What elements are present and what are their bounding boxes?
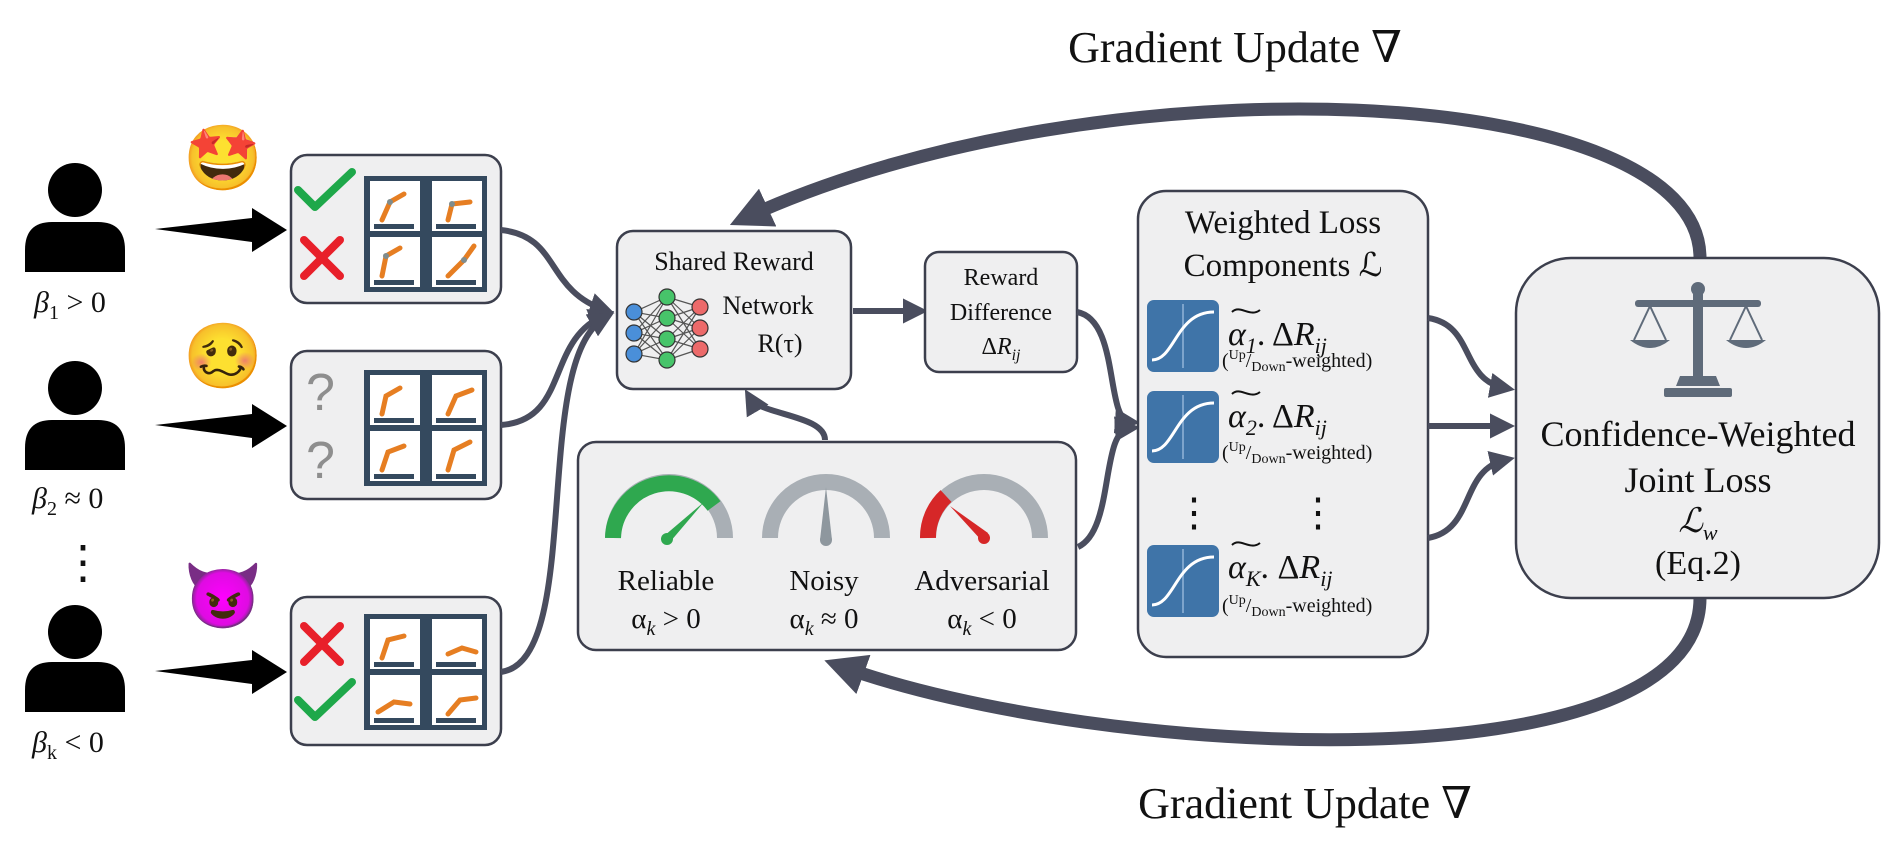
check-icon [294, 168, 356, 211]
beta-label: β2 ≈ 0 [31, 482, 103, 520]
neural-network-icon [625, 288, 709, 369]
question-icon: ? [306, 364, 335, 422]
beta-label: β1 > 0 [33, 286, 106, 324]
loss-component-row-1: α1. ΔRij (Up/Down-weighted) [1147, 300, 1372, 375]
joint-loss-line1: Confidence-Weighted [1541, 414, 1856, 454]
gradient-update-top-label: Gradient Update ∇ [1068, 23, 1402, 72]
gauge-noisy: Noisy αk ≈ 0 [762, 474, 890, 640]
weighted-loss-title1: Weighted Loss [1185, 205, 1381, 241]
loss-ellipsis-left: ⋮ [1174, 490, 1214, 535]
beta-label: βk < 0 [31, 726, 104, 764]
robot-filmstrip-icon [364, 614, 487, 730]
flow-arrow-loss1-joint [1427, 315, 1515, 398]
annotator-confidence-box: Reliable αk > 0 Noisy αk ≈ 0 Adversarial… [576, 440, 1078, 652]
person-icon [25, 361, 125, 470]
weighted-loss-title2: Components ℒ [1184, 248, 1383, 284]
annotator-k: βk < 0 [25, 605, 125, 764]
cross-icon [300, 236, 344, 280]
gauge-needle [820, 487, 832, 540]
loss-component-row-k: αK. ΔRij (Up/Down-weighted) [1147, 541, 1372, 620]
loss-ellipsis-right: ⋮ [1298, 490, 1338, 535]
preference-box-1 [289, 153, 503, 305]
preference-box-2: ? ? [289, 349, 503, 501]
robot-filmstrip-icon [364, 176, 487, 292]
flow-arrow-boxk-network [500, 313, 614, 675]
reward-difference-box: Reward Difference ΔRij [923, 250, 1079, 374]
cross-icon [300, 622, 344, 666]
tilde-mark [1231, 541, 1261, 547]
reward-diff-line2: Difference [950, 300, 1052, 326]
reward-diff-line3: ΔRij [982, 334, 1022, 364]
balance-scale-icon [1630, 282, 1766, 397]
gauge-adversarial-label: Adversarial [914, 565, 1049, 597]
emoji-woozy: 🥴 [183, 321, 263, 392]
annotator-1: β1 > 0 [25, 163, 125, 324]
tilde-mark [1231, 390, 1261, 396]
gradient-loop-bottom-arrow [824, 597, 1707, 747]
svg-text:α1. ΔRij: α1. ΔRij [1228, 316, 1327, 358]
shared-reward-network-box: Shared Reward Network R(τ) [615, 229, 853, 391]
svg-text:αK. ΔRij: αK. ΔRij [1228, 549, 1332, 591]
gauge-needle [664, 502, 704, 542]
annotator-ellipsis: ⋮ [60, 537, 106, 588]
gauge-adversarial-alpha: αk < 0 [947, 603, 1016, 640]
emoji-star-struck: 🤩 [183, 123, 263, 194]
sigmoid-icon [1147, 545, 1219, 617]
question-icon: ? [306, 432, 335, 490]
svg-text:(Up/Down-weighted): (Up/Down-weighted) [1222, 593, 1372, 620]
preference-box-k [289, 595, 503, 747]
robot-filmstrip-icon [364, 370, 487, 486]
gauge-reliable-label: Reliable [618, 565, 715, 597]
flow-arrow-gauges-network [744, 389, 828, 441]
weighted-loss-box: Weighted Loss Components ℒ α1. ΔRij (Up/… [1136, 189, 1430, 659]
person-icon [25, 163, 125, 272]
flow-arrow-reward-diff-loss [1076, 309, 1141, 434]
annotator-1-arrow [155, 208, 287, 252]
gauge-needle [950, 506, 988, 541]
loss-component-row-2: α2. ΔRij (Up/Down-weighted) [1147, 390, 1372, 467]
flow-arrow-gauges-loss [1076, 416, 1141, 550]
shared-reward-line2: Network [723, 291, 814, 320]
reward-diff-line1: Reward [964, 265, 1039, 291]
svg-text:(Up/Down-weighted): (Up/Down-weighted) [1222, 348, 1372, 375]
annotator-k-arrow [155, 650, 287, 694]
shared-reward-line1: Shared Reward [654, 247, 814, 276]
joint-loss-line3: ℒw [1678, 503, 1718, 545]
svg-text:(Up/Down-weighted): (Up/Down-weighted) [1222, 440, 1372, 467]
gradient-loop-top-arrow [729, 102, 1707, 259]
emoji-smiling-devil: 😈 [183, 561, 263, 632]
gauge-noisy-alpha: αk ≈ 0 [789, 603, 858, 640]
gauge-reliable: Reliable αk > 0 [605, 474, 733, 640]
joint-loss-box: Confidence-Weighted Joint Loss ℒw (Eq.2) [1514, 256, 1881, 600]
gauge-reliable-alpha: αk > 0 [631, 603, 700, 640]
gradient-update-bottom-label: Gradient Update ∇ [1138, 779, 1472, 828]
sigmoid-icon [1147, 391, 1219, 463]
person-icon [25, 605, 125, 712]
shared-reward-line3: R(τ) [757, 329, 802, 358]
svg-text:α2. ΔRij: α2. ΔRij [1228, 398, 1327, 440]
sigmoid-icon [1147, 300, 1219, 372]
flow-arrow-box1-network [500, 227, 615, 318]
gauge-noisy-label: Noisy [789, 565, 859, 597]
annotator-2: β2 ≈ 0 [25, 361, 125, 520]
joint-loss-line2: Joint Loss [1624, 460, 1771, 500]
joint-loss-line4: (Eq.2) [1655, 545, 1741, 582]
flow-arrow-lossk-joint [1427, 451, 1515, 541]
gauge-adversarial: Adversarial αk < 0 [914, 474, 1050, 640]
annotator-2-arrow [155, 404, 287, 448]
tilde-mark [1231, 308, 1261, 314]
check-icon [294, 678, 356, 721]
